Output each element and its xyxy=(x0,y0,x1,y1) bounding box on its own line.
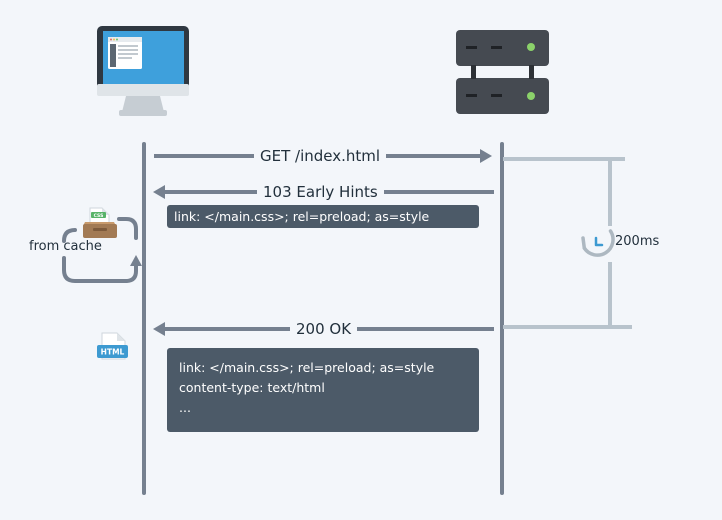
get-request-label: GET /index.html xyxy=(254,147,387,165)
ok-response-headers: link: </main.css>; rel=preload; as=style… xyxy=(167,348,479,432)
computer-icon xyxy=(97,26,189,116)
early-hints-headers: link: </main.css>; rel=preload; as=style xyxy=(167,205,479,228)
clock-icon xyxy=(581,229,615,257)
ok-header-line-content-type: content-type: text/html xyxy=(179,380,325,395)
ok-header-line-ellipsis: ... xyxy=(179,400,191,415)
early-hints-label: 103 Early Hints xyxy=(257,183,384,201)
ok-header-line-link: link: </main.css>; rel=preload; as=style xyxy=(179,360,435,375)
from-cache-label: from cache xyxy=(29,239,102,254)
early-hints-header-line: link: </main.css>; rel=preload; as=style xyxy=(174,209,430,224)
html-file-icon: HTML xyxy=(97,332,128,360)
timer-label: 200ms xyxy=(615,234,660,249)
html-file-label: HTML xyxy=(101,348,125,357)
cache-loop-arrow xyxy=(62,217,142,283)
processing-time-bracket xyxy=(503,157,632,329)
cache-tray-icon: CSS xyxy=(83,207,117,238)
cache-badge-text: CSS xyxy=(94,213,104,219)
ok-response-label: 200 OK xyxy=(290,320,358,338)
server-icon xyxy=(456,30,549,114)
